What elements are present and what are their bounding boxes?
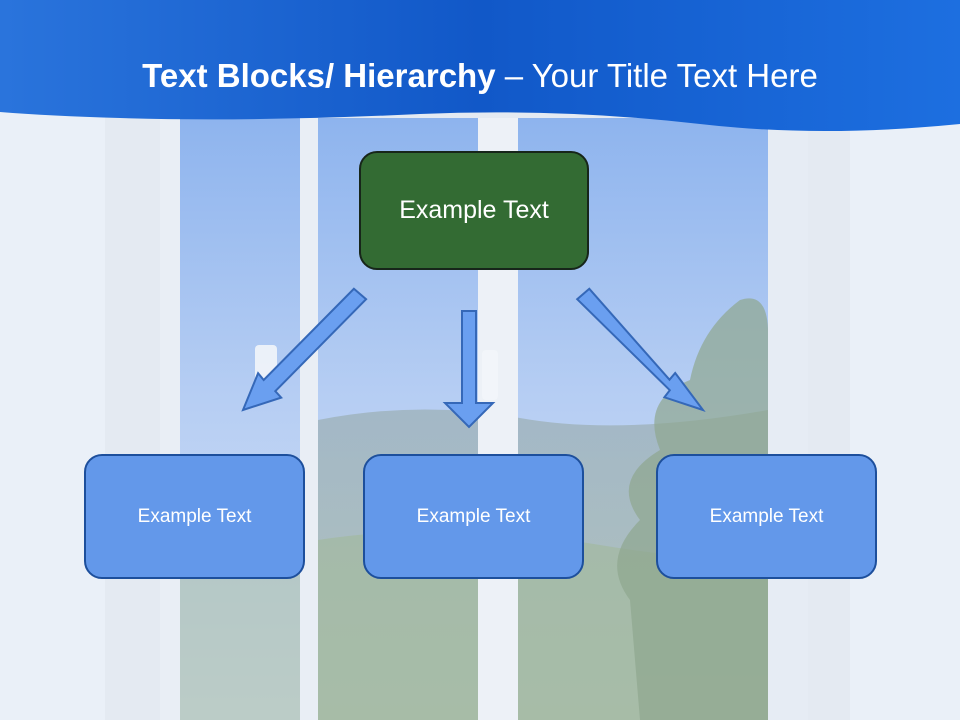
child-text-block-label: Example Text [709,505,824,527]
top-text-block: Example Text [359,151,589,270]
child-text-block-label: Example Text [137,505,252,527]
title-bold: Text Blocks/ Hierarchy [142,57,496,94]
child-text-block-center: Example Text [363,454,584,579]
child-text-block-label: Example Text [416,505,531,527]
top-text-block-label: Example Text [399,196,549,224]
arrow-center [442,310,496,429]
arrow-left [241,287,368,412]
page-title: Text Blocks/ Hierarchy – Your Title Text… [0,56,960,96]
child-text-block-left: Example Text [84,454,305,579]
child-text-block-right: Example Text [656,454,877,579]
arrow-right [575,287,706,412]
title-rest: – Your Title Text Here [495,57,818,94]
